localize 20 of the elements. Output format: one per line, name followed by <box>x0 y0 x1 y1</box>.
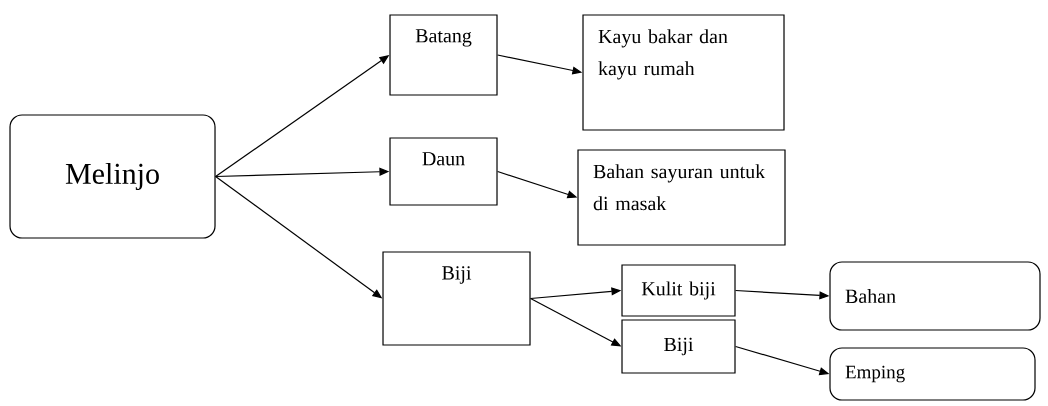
node-label: Emping <box>845 365 905 383</box>
process-box <box>382 251 531 346</box>
node-label: Kayu bakar dan kayu rumah <box>598 29 728 80</box>
node-label: Melinjo <box>65 162 159 191</box>
node-label: Bahan sayuran untuk di masak <box>593 164 766 211</box>
rounded-box <box>9 114 216 239</box>
process-box <box>389 137 498 206</box>
node-label: Bahan <box>845 288 896 303</box>
node-label: Batang <box>415 29 472 47</box>
process-box <box>621 264 736 317</box>
process-box <box>582 14 785 131</box>
node-label: Daun <box>422 152 465 166</box>
rounded-box <box>829 261 1041 331</box>
node-label: Kulit biji <box>641 281 716 300</box>
node-label: Biji <box>442 266 472 284</box>
process-box <box>577 149 786 246</box>
node-label: Biji <box>664 337 694 356</box>
process-box <box>621 319 736 374</box>
rounded-box <box>829 347 1036 401</box>
process-box <box>389 14 498 96</box>
